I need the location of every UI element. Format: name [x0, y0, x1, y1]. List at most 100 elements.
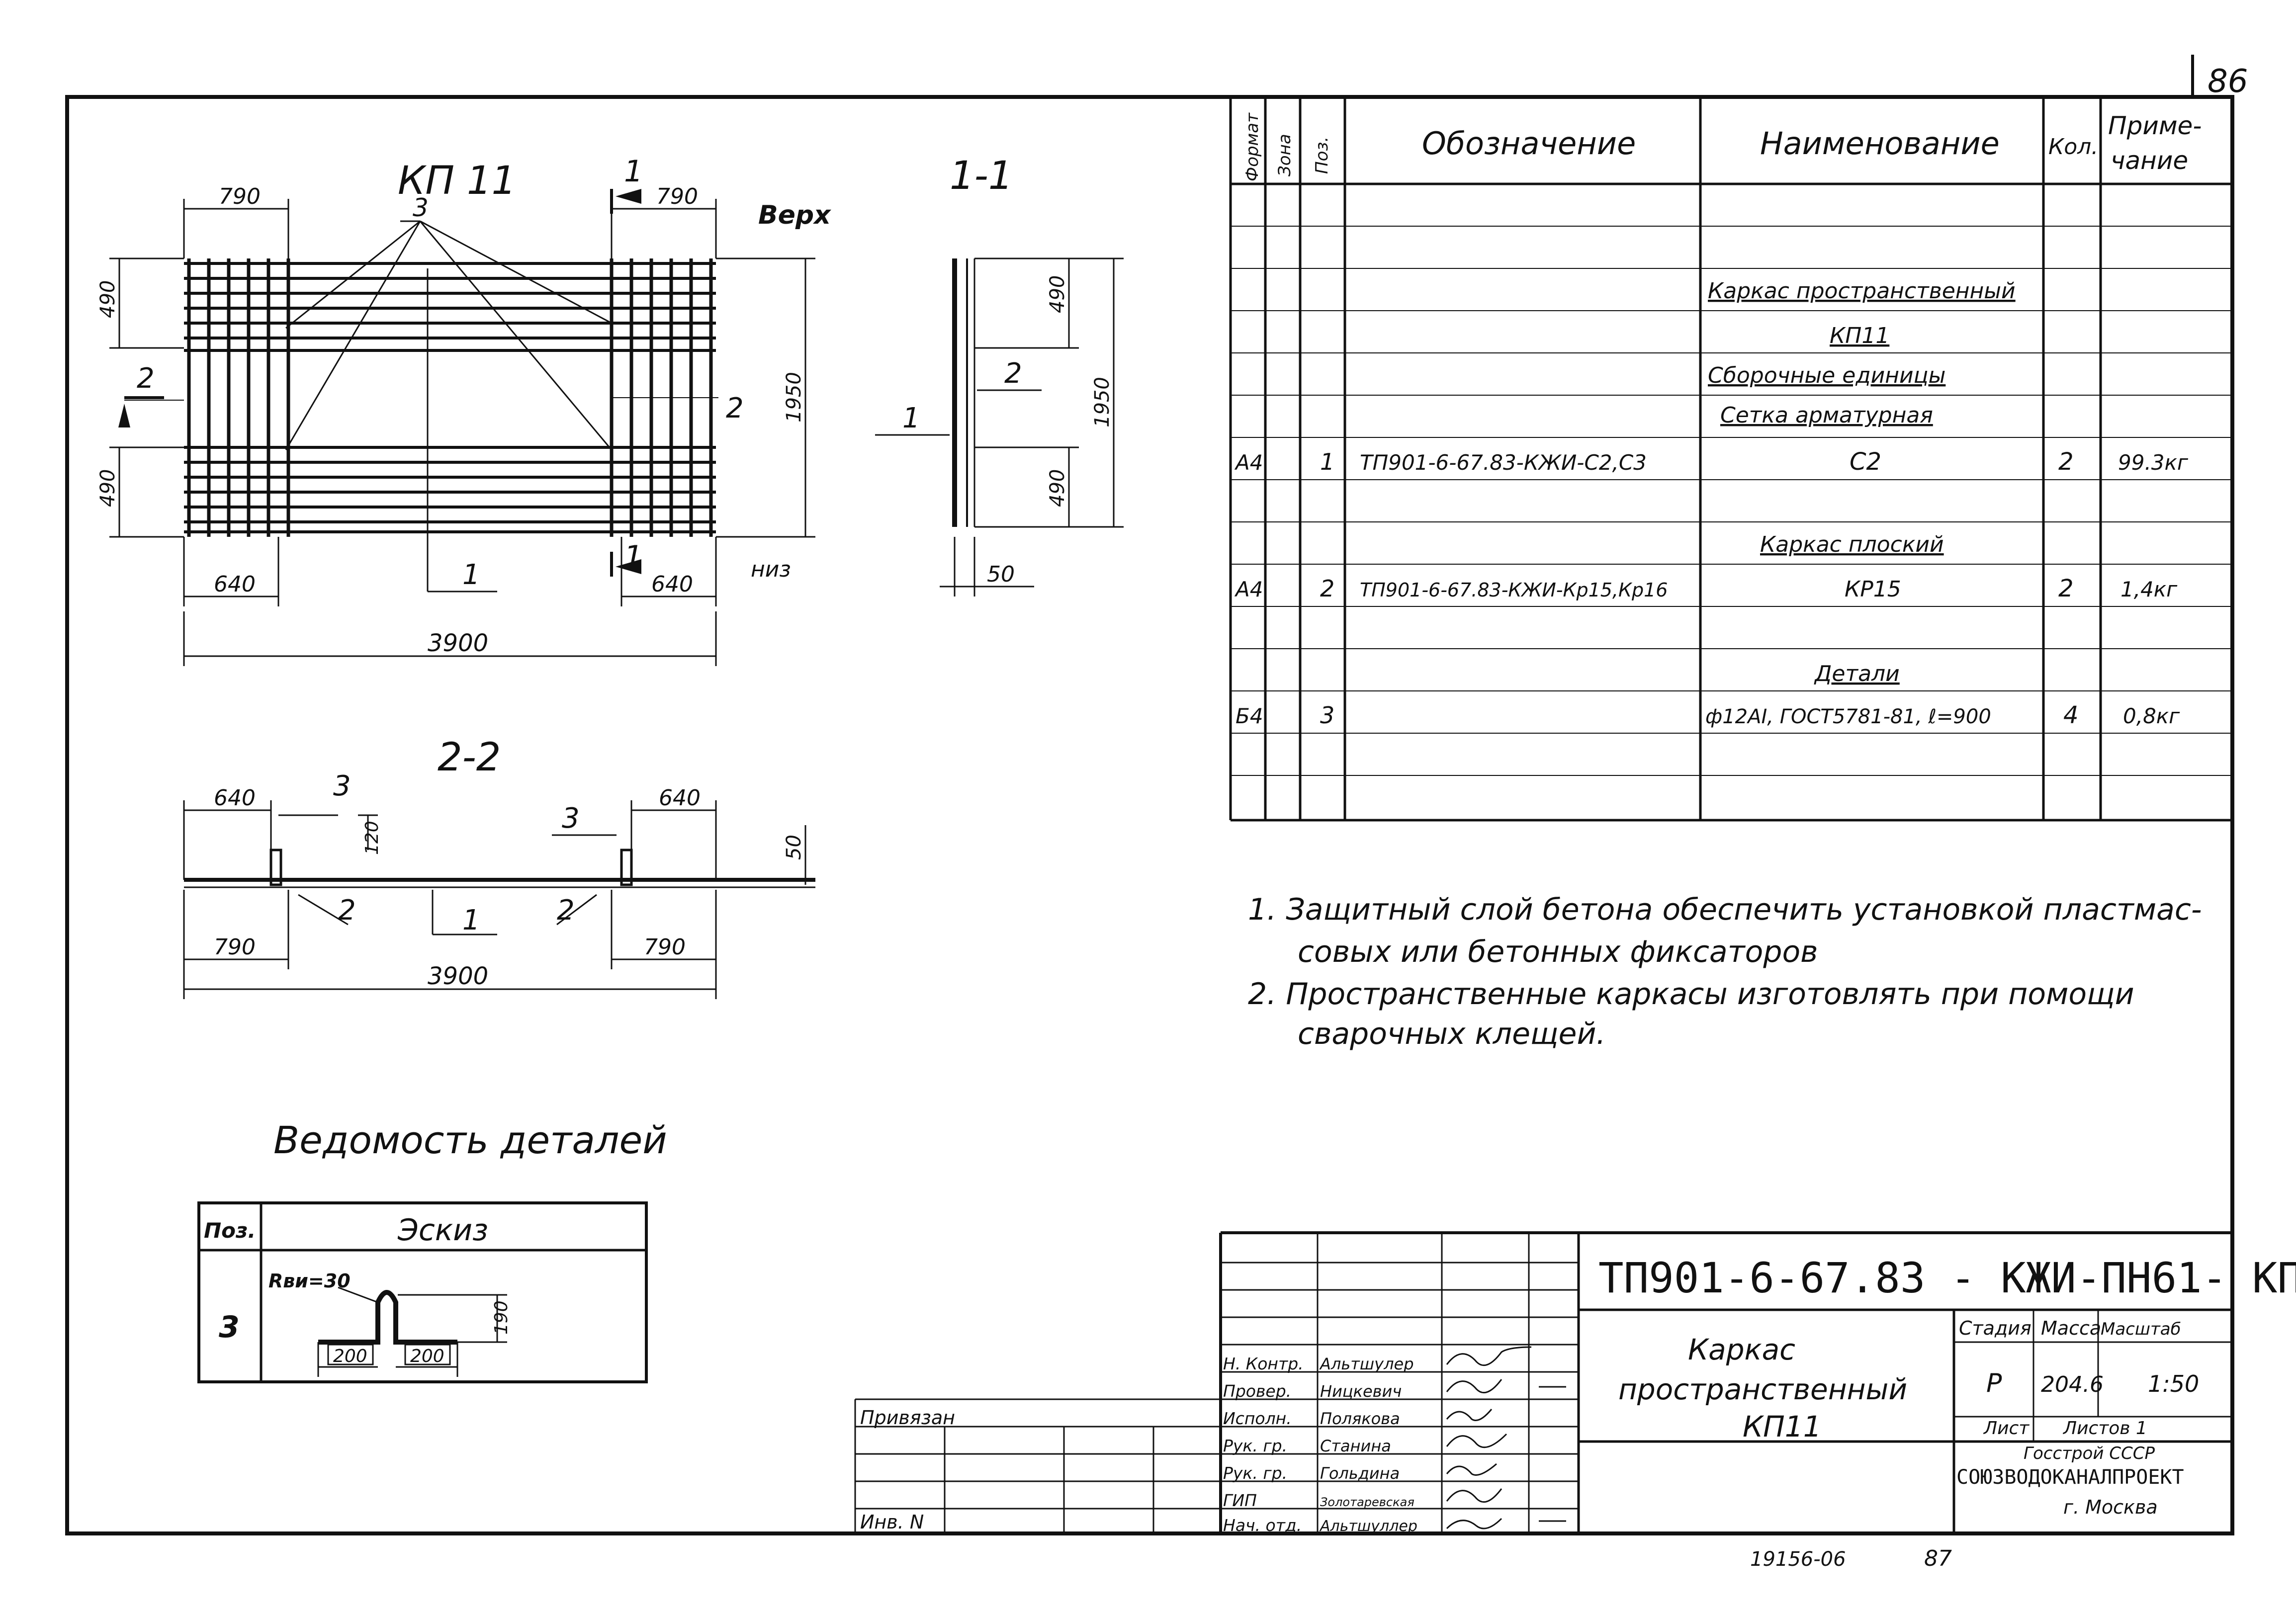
section-2-2-callout-2-right: 2 — [557, 894, 575, 927]
name-4: Гольдина — [1320, 1464, 1400, 1483]
doc-name-line-1: Каркас — [1688, 1333, 1795, 1366]
dim-640-right: 640 — [651, 572, 693, 597]
details-radius: Rви=30 — [268, 1270, 351, 1292]
header-name: Наименование — [1760, 125, 2000, 162]
section-2-2-dim-640-left: 640 — [214, 785, 256, 811]
row-fmt-6: А4 — [1234, 577, 1263, 601]
row-name-4: С2 — [1850, 448, 1881, 476]
row-name-3: Сетка арматурная — [1720, 403, 1933, 428]
stage-header: Стадия — [1959, 1317, 2031, 1339]
role-5: ГИП — [1223, 1491, 1257, 1510]
role-3: Рук. гр. — [1223, 1436, 1287, 1455]
role-4: Рук. гр. — [1223, 1463, 1287, 1483]
role-6: Нач. отд. — [1223, 1516, 1302, 1535]
row-code-6: ТП901-6-67.83-КЖИ-Кр15,Кр16 — [1360, 579, 1668, 601]
section-1-1-dim-50: 50 — [987, 562, 1015, 587]
section-1-1: 1-1 1 2 490 490 1950 50 — [875, 154, 1124, 596]
dim-490-top: 490 — [96, 280, 119, 318]
details-header-sketch: Эскиз — [397, 1213, 488, 1248]
details-dim-200-left: 200 — [333, 1346, 367, 1366]
org-line-1: Госстрой СССР — [2024, 1444, 2155, 1463]
section-1-1-dim-490-bottom: 490 — [1046, 469, 1069, 507]
title-block: Привязан Инв. N Н. Контр. Провер. Исполн… — [854, 1231, 2296, 1535]
details-header-pos: Поз. — [204, 1218, 256, 1243]
dim-490-bottom: 490 — [96, 469, 119, 507]
header-note-2: чание — [2111, 146, 2188, 175]
org-line-2: СОЮЗВОДОКАНАЛПРОЕКТ — [1956, 1466, 2184, 1489]
role-0: Н. Контр. — [1223, 1354, 1304, 1373]
header-note-1: Приме- — [2108, 111, 2202, 140]
role-1: Провер. — [1223, 1381, 1291, 1401]
bottom-number-2: 87 — [1924, 1546, 1952, 1571]
row-name-0: Каркас пространственный — [1708, 278, 2016, 304]
header-designation: Обозначение — [1422, 125, 1636, 162]
section-2-2-dim-50: 50 — [783, 835, 805, 860]
sheet-frame — [65, 95, 2234, 1535]
bound-label: Привязан — [860, 1407, 955, 1429]
header-format: Формат — [1242, 112, 1262, 181]
name-1: Ницкевич — [1320, 1382, 1402, 1401]
section-1-1-dim-1950: 1950 — [1091, 377, 1114, 427]
section-2-2-dim-790-right: 790 — [644, 934, 686, 960]
main-drawing: КП 11 Верх низ — [96, 154, 831, 666]
section-2-2-callout-1: 1 — [462, 904, 480, 936]
row-pos-6: 2 — [1320, 575, 1334, 602]
org-line-3: г. Москва — [2063, 1496, 2158, 1518]
row-code-4: ТП901-6-67.83-КЖИ-С2,С3 — [1360, 450, 1647, 475]
signatures — [1446, 1346, 1566, 1529]
section-2-2-dim-640-right: 640 — [659, 785, 701, 811]
sheets-label: Листов 1 — [2062, 1418, 2147, 1439]
section-2-2-title: 2-2 — [438, 735, 501, 780]
label-top: Верх — [758, 200, 831, 230]
section-1-1-dim-490-top: 490 — [1046, 275, 1069, 313]
notes: 1. Защитный слой бетона обеспечить устан… — [1248, 892, 2202, 1051]
callout-2-left: 2 — [137, 362, 155, 395]
section-1-1-callout-2: 2 — [1004, 357, 1022, 390]
role-2: Исполн. — [1223, 1409, 1292, 1428]
sheet-number: 86 — [2208, 63, 2248, 100]
section-1-1-callout-1: 1 — [902, 402, 920, 434]
note-line-1: 1. Защитный слой бетона обеспечить устан… — [1248, 892, 2202, 927]
note-line-2: совых или бетонных фиксаторов — [1298, 934, 1818, 969]
dim-1950: 1950 — [783, 372, 805, 423]
doc-name-line-3: КП11 — [1743, 1410, 1822, 1444]
callout-3: 3 — [413, 193, 429, 222]
inv-label: Инв. N — [860, 1511, 924, 1533]
row-name-6: КР15 — [1845, 577, 1901, 602]
main-drawing-title: КП 11 — [398, 159, 516, 203]
header-pos: Поз. — [1312, 137, 1332, 174]
callout-2-right: 2 — [726, 392, 744, 425]
bottom-number-1: 19156-06 — [1750, 1548, 1846, 1571]
name-6: Альтшуллер — [1319, 1518, 1417, 1535]
row-pos-4: 1 — [1320, 448, 1334, 475]
section-2-2-dim-790-left: 790 — [214, 934, 256, 960]
row-qty-6: 2 — [2058, 575, 2074, 602]
dim-640-left: 640 — [214, 572, 256, 597]
sheet-label: Лист — [1983, 1418, 2030, 1439]
row-name-1: КП11 — [1830, 323, 1889, 348]
section-2-2-dim-3900: 3900 — [428, 962, 488, 990]
note-line-4: сварочных клещей. — [1298, 1017, 1606, 1051]
mass-header: Масса — [2041, 1317, 2101, 1339]
details-dim-190: 190 — [491, 1300, 512, 1335]
header-qty: Кол. — [2048, 134, 2098, 160]
row-fmt-4: А4 — [1234, 450, 1263, 475]
section-2-2: 2-2 640 — [183, 735, 815, 999]
header-zone: Зона — [1275, 134, 1295, 176]
dim-3900: 3900 — [428, 629, 488, 657]
details-pos: 3 — [219, 1310, 240, 1345]
mass-value: 204.6 — [2041, 1372, 2104, 1397]
details-dim-200-right: 200 — [410, 1346, 444, 1366]
scale-header: Масштаб — [2101, 1319, 2181, 1339]
section-2-2-dim-120: 120 — [362, 821, 382, 855]
scale-value: 1:50 — [2148, 1370, 2199, 1397]
label-bottom: низ — [751, 557, 791, 582]
spec-table: Формат Зона Поз. Обозначение Наименовани… — [1229, 97, 2232, 822]
row-pos-8: 3 — [1320, 702, 1334, 729]
section-2-2-callout-3-right: 3 — [562, 802, 580, 835]
doc-name-line-2: пространственный — [1618, 1372, 1907, 1406]
row-name-2: Сборочные единицы — [1708, 363, 1945, 388]
row-name-8: ф12АI, ГОСТ5781-81, ℓ=900 — [1705, 705, 1991, 728]
stage-value: Р — [1986, 1368, 2002, 1398]
details-table: Ведомость деталей Поз. Эскиз 3 Rви=30 20… — [197, 1118, 667, 1383]
